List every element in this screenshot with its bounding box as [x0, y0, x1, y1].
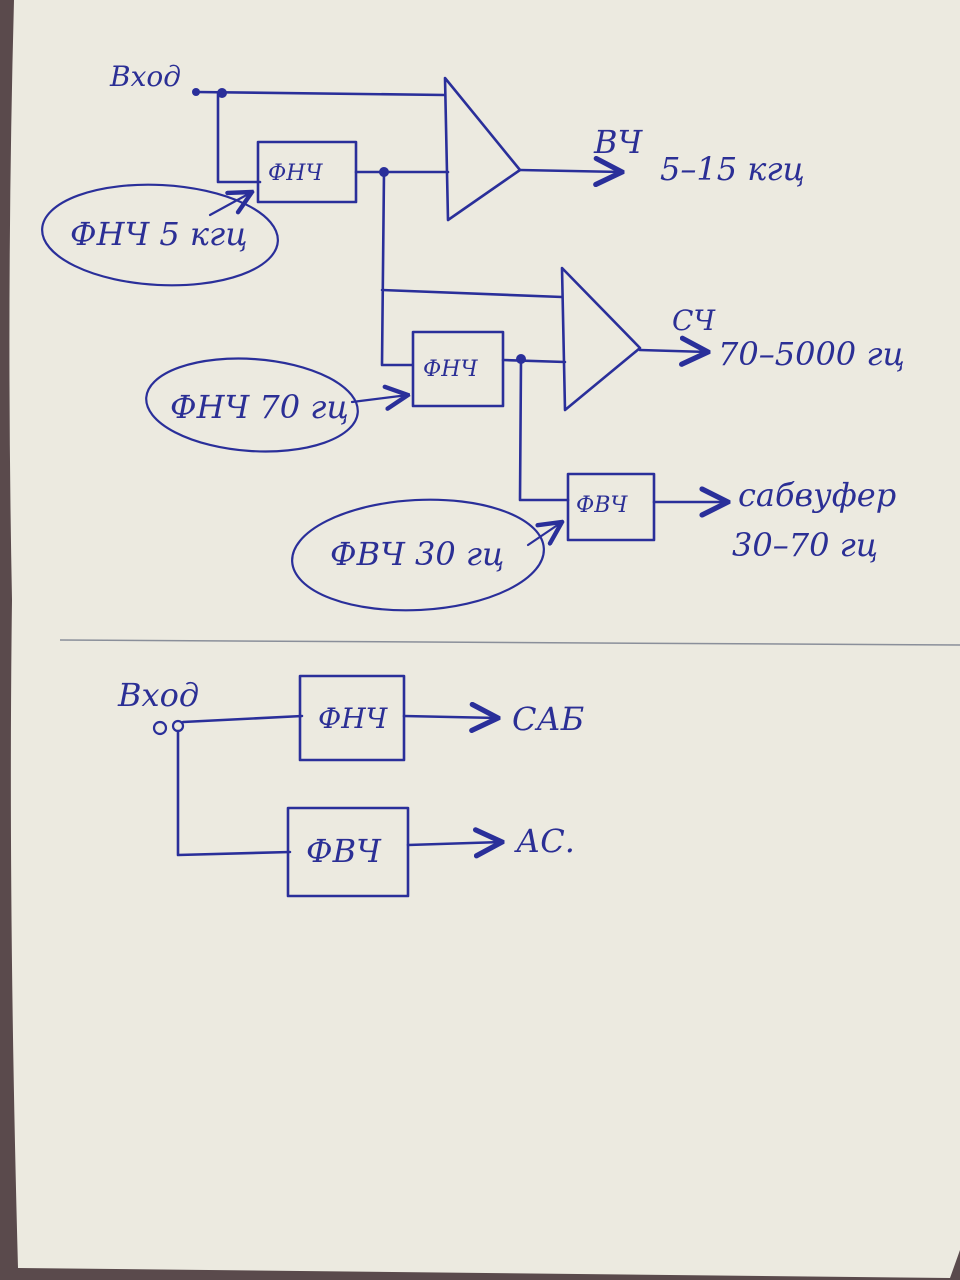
diagram-three-way-crossover: Вход ФНЧ ФНЧ 5 кгц ВЧ 5–15 кгц ФНЧ ФНЧ 7… [41, 60, 905, 612]
lpf2-to-mid-amp-wire [501, 358, 567, 364]
paper-sheet [9, 0, 960, 1278]
sub-range-label: 30–70 гц [732, 526, 878, 564]
input-label: Вход [109, 60, 181, 93]
note-lpf-70hz-arrow [350, 395, 408, 402]
note-lpf-70hz-text: ФНЧ 70 гц [170, 388, 349, 426]
lpf-block-label: ФНЧ [268, 161, 323, 186]
lpf2-block [298, 674, 406, 762]
diagram-two-way-crossover: Вход ФНЧ САБ ФВЧ АС. [117, 674, 584, 898]
input2-label: Вход [117, 676, 199, 714]
hf-amplifier-triangle [443, 76, 522, 222]
speaker-output-arrow [406, 842, 502, 845]
input2-to-hpf-wire [176, 729, 292, 857]
sub-output-label: сабвуфер [738, 476, 896, 514]
note-lpf-5khz-text: ФНЧ 5 кгц [70, 215, 248, 253]
mf-range-label: 70–5000 гц [718, 335, 905, 373]
note-lpf-70hz-bubble [145, 357, 359, 453]
note-hpf-30hz-text: ФВЧ 30 гц [330, 535, 504, 573]
lpf2-to-hpf-wire [518, 358, 570, 502]
hf-output-label: ВЧ [593, 123, 644, 161]
lpf-70hz-block [411, 330, 505, 408]
input2-terminal [152, 720, 168, 736]
hpf-30hz-block [566, 472, 656, 542]
hpf2-block-text: ФВЧ [306, 832, 382, 870]
lpf1-down-wire [380, 170, 414, 367]
section-divider [59, 639, 960, 646]
hf-output-arrow [518, 170, 622, 172]
mf-output-label: СЧ [672, 304, 716, 337]
hpf-block-label: ФВЧ [576, 493, 628, 518]
input-wire [194, 90, 447, 97]
note-hpf-30hz-bubble [291, 498, 545, 612]
lpf1-to-mid-amp-wire [380, 288, 564, 299]
mf-amplifier-triangle [560, 266, 642, 412]
hpf2-block [286, 806, 410, 898]
input2-to-lpf-wire [181, 714, 304, 724]
wire-to-lpf [216, 91, 262, 184]
lpf2-block-text: ФНЧ [318, 702, 389, 735]
sub2-output-arrow [402, 716, 498, 718]
speaker-output-label: АС. [514, 822, 575, 860]
mf-output-arrow [638, 350, 708, 352]
note-hpf-30hz-arrow [526, 522, 562, 547]
note-lpf-5khz-bubble [41, 183, 279, 287]
sub2-output-label: САБ [512, 700, 584, 738]
lpf2-block-label: ФНЧ [423, 357, 478, 382]
hf-range-label: 5–15 кгц [660, 150, 805, 188]
note-lpf-5khz-arrow [208, 192, 252, 217]
